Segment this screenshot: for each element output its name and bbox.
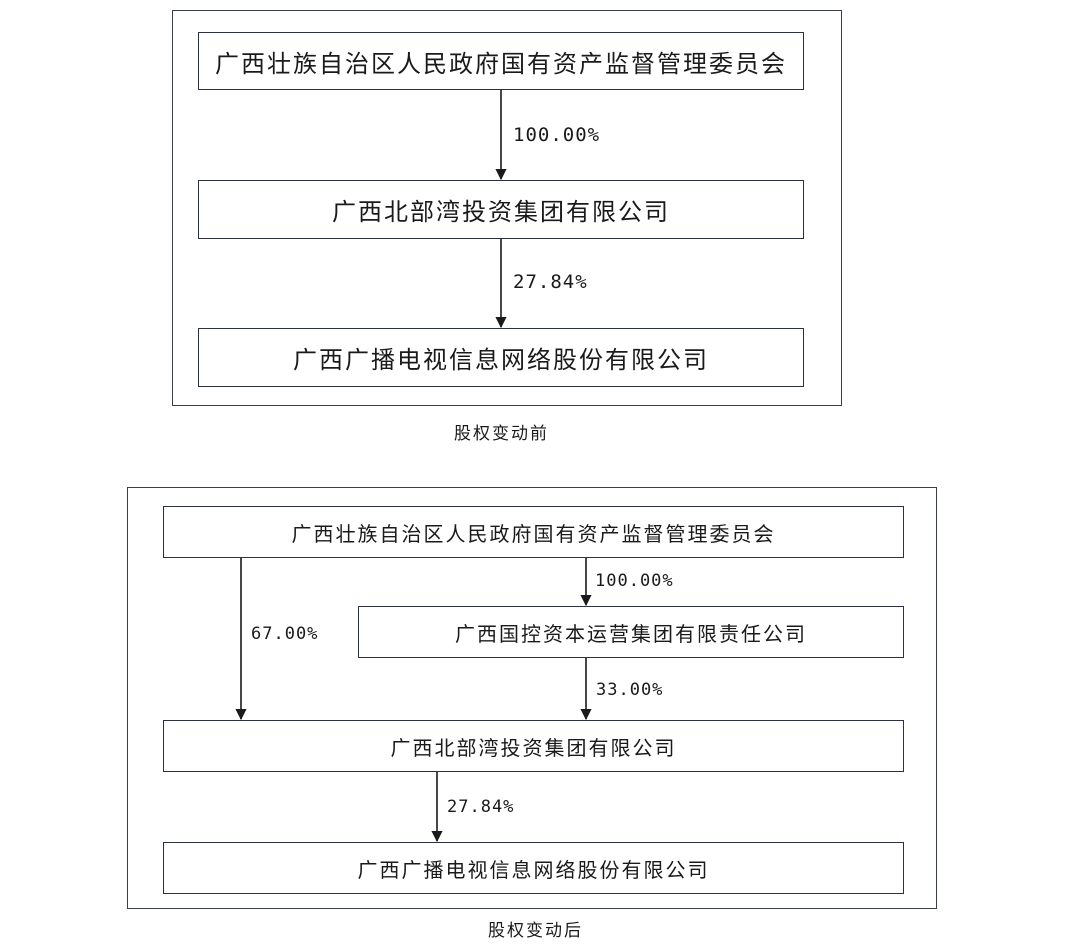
before-pct-sasac-to-beibuwan: 100.00% xyxy=(513,124,601,146)
after-pct-beibuwan-to-gd: 27.84% xyxy=(447,797,515,817)
after-caption: 股权变动后 xyxy=(488,921,583,941)
after-pct-sasac-to-guokong: 100.00% xyxy=(595,571,674,591)
after-beibuwan-box: 广西北部湾投资集团有限公司 xyxy=(163,720,904,772)
before-pct-beibuwan-to-gd: 27.84% xyxy=(513,271,588,293)
before-beibuwan-box: 广西北部湾投资集团有限公司 xyxy=(198,180,804,239)
after-guokong-box: 广西国控资本运营集团有限责任公司 xyxy=(358,606,904,658)
after-pct-guokong-to-beibuwan: 33.00% xyxy=(596,680,664,700)
after-guangxi-gd-box: 广西广播电视信息网络股份有限公司 xyxy=(163,842,904,894)
before-guangxi-gd-box: 广西广播电视信息网络股份有限公司 xyxy=(198,328,804,387)
after-pct-sasac-to-beibuwan: 67.00% xyxy=(251,624,319,644)
before-sasac-box: 广西壮族自治区人民政府国有资产监督管理委员会 xyxy=(198,32,804,90)
before-caption: 股权变动前 xyxy=(454,424,549,444)
after-sasac-box: 广西壮族自治区人民政府国有资产监督管理委员会 xyxy=(163,506,904,558)
